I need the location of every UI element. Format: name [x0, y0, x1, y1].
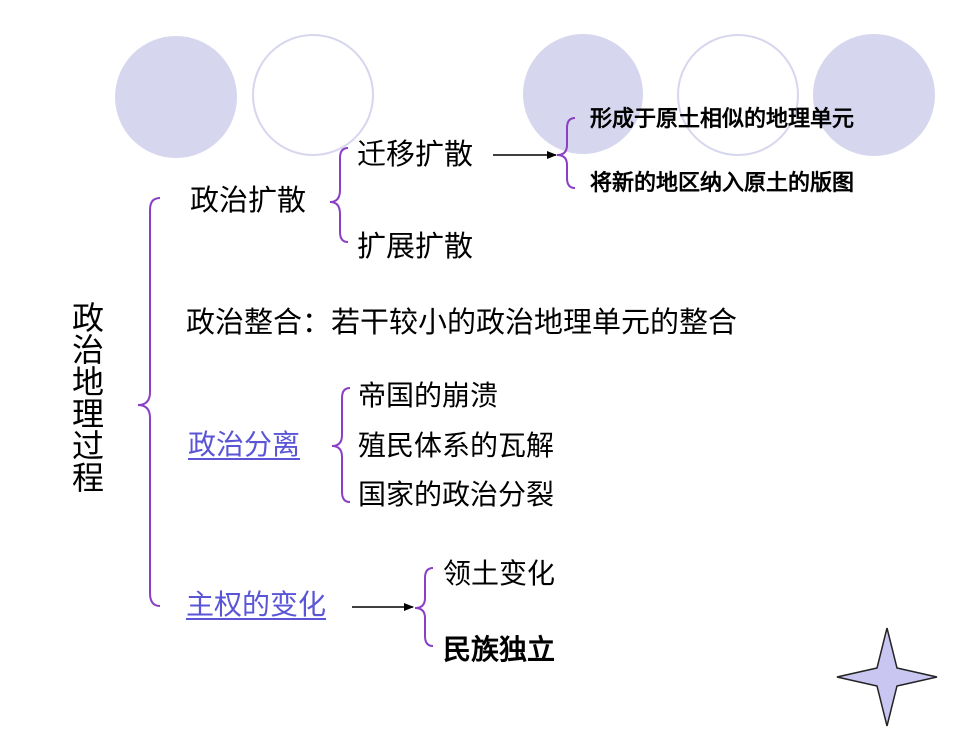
diffusion-bracket — [329, 147, 349, 243]
decor-circle-5 — [813, 34, 935, 156]
migration-outcome-2: 将新的地区纳入原土的版图 — [590, 171, 855, 196]
decor-circle-1 — [115, 36, 237, 158]
expansion-diffusion-label: 扩展扩散 — [357, 229, 474, 263]
star-icon — [836, 627, 938, 727]
decor-circle-4 — [677, 34, 799, 156]
separation-item-3: 国家的政治分裂 — [358, 478, 555, 511]
integration-text: 政治整合：若干较小的政治地理单元的整合 — [186, 305, 738, 339]
sovereignty-item-1: 领土变化 — [443, 557, 556, 590]
separation-bracket — [331, 387, 351, 503]
decor-circle-2 — [252, 34, 374, 156]
diffusion-label: 政治扩散 — [190, 183, 307, 217]
migration-diffusion-label: 迁移扩散 — [357, 137, 474, 171]
sovereignty-link[interactable]: 主权的变化 — [186, 588, 327, 621]
migration-outcome-1: 形成于原土相似的地理单元 — [590, 107, 855, 132]
root-label: 政治地理过程 — [71, 299, 104, 497]
sovereignty-item-2: 民族独立 — [443, 633, 556, 666]
migration-bracket — [556, 117, 576, 189]
root-bracket — [137, 197, 161, 607]
separation-item-2: 殖民体系的瓦解 — [358, 429, 555, 462]
decor-circle-3 — [523, 34, 643, 154]
separation-link[interactable]: 政治分离 — [188, 428, 301, 461]
sovereignty-bracket — [414, 567, 434, 647]
separation-item-1: 帝国的崩溃 — [358, 379, 499, 412]
